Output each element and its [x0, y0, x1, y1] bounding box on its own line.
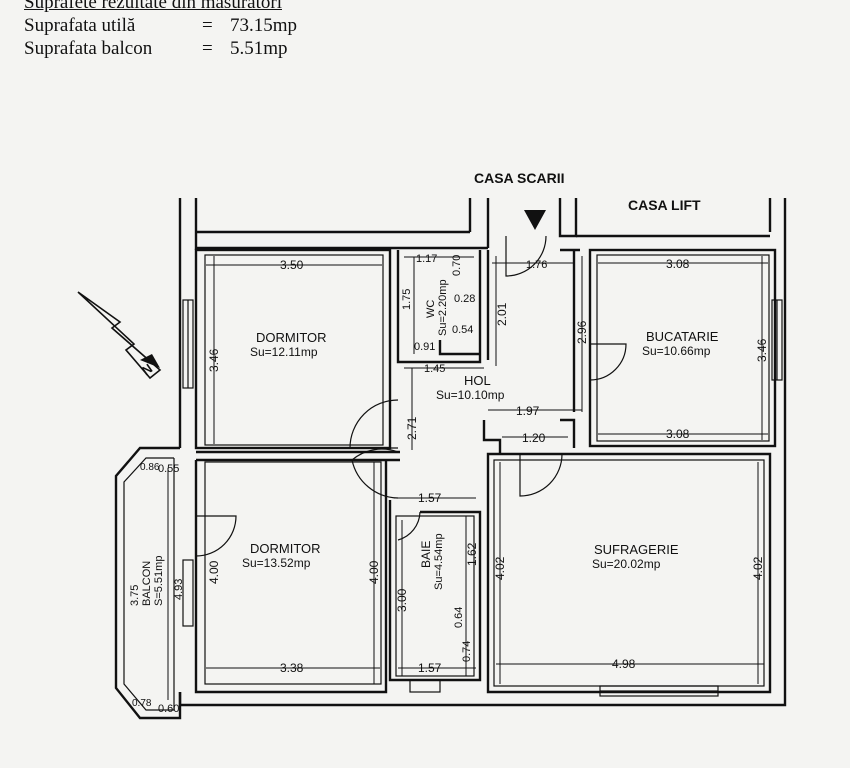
balcony-area-label: Suprafata balcon	[24, 38, 153, 59]
dimension-label: 4.00	[367, 560, 381, 584]
equals-sign: =	[202, 15, 213, 36]
dimension-label: 1.62	[465, 542, 479, 566]
room-name-bucatarie: BUCATARIE	[646, 329, 719, 344]
room-name-baie: BAIE	[419, 541, 433, 568]
dimension-label: 3.38	[280, 661, 304, 675]
room-area-sufragerie: Su=20.02mp	[592, 557, 661, 571]
usable-area-value: 73.15mp	[230, 15, 298, 36]
dimension-label: 1.17	[416, 253, 437, 265]
dimension-label: 0.60	[158, 703, 179, 715]
balcony-area-value: 5.51mp	[230, 38, 288, 59]
dimension-label: 0.64	[453, 607, 465, 628]
room-area-baie: Su=4.54mp	[433, 533, 445, 590]
room-area-dormitor-1: Su=12.11mp	[250, 345, 318, 359]
dimension-label: 1.57	[418, 661, 442, 675]
dimension-label: 0.91	[414, 341, 435, 353]
north-arrow-icon: N	[77, 291, 162, 380]
dimension-label: 4.00	[207, 560, 221, 584]
dimension-label: 3.08	[666, 257, 690, 271]
usable-area-row: Suprafata utilă = 73.15mp	[24, 14, 297, 37]
dimension-label: 4.93	[173, 579, 185, 600]
stairwell-label: CASA SCARII	[474, 170, 565, 186]
room-area-bucatarie: Su=10.66mp	[642, 344, 711, 358]
dimension-label: 3.75	[129, 585, 141, 606]
dimension-label: 3.46	[207, 348, 221, 372]
dimension-label: 3.08	[666, 427, 690, 441]
dimension-label: 1.75	[401, 289, 413, 310]
balcony	[114, 446, 182, 720]
header-title: Suprafete rezultate din masuratori	[24, 0, 282, 13]
dimension-label: 3.46	[755, 338, 769, 362]
room-name-sufragerie: SUFRAGERIE	[594, 542, 679, 557]
dimension-label: 0.55	[158, 463, 179, 475]
walls	[178, 198, 787, 707]
dimension-label: 2.96	[575, 320, 589, 344]
dimension-label: 0.86	[140, 462, 160, 473]
dimension-label: 3.50	[280, 258, 304, 272]
dimension-label: 0.78	[132, 698, 152, 709]
dimension-label: 4.02	[493, 556, 507, 580]
elevator-shaft-label: CASA LIFT	[628, 197, 701, 213]
room-area-dormitor-2: Su=13.52mp	[242, 556, 311, 570]
dimension-label: 0.70	[451, 255, 463, 276]
room-name-dormitor-1: DORMITOR	[256, 330, 327, 345]
room-area-wc: Su=2.20mp	[437, 279, 449, 336]
balcony-area-row: Suprafata balcon = 5.51mp	[24, 37, 297, 60]
doors	[195, 210, 627, 557]
usable-area-label: Suprafata utilă	[24, 15, 136, 36]
equals-sign: =	[202, 38, 213, 59]
room-name-wc: WC	[425, 300, 437, 318]
dimension-label: 0.54	[452, 324, 473, 336]
dimension-label: 1.97	[516, 404, 540, 418]
room-name-dormitor-2: DORMITOR	[250, 541, 321, 556]
room-name-balcon: BALCON	[141, 561, 153, 606]
dimension-label: 4.98	[612, 657, 636, 671]
dimension-label: 1.45	[424, 363, 445, 375]
room-area-balcon: S=5.51mp	[153, 556, 165, 606]
dimension-label: 1.20	[522, 431, 546, 445]
dimension-label: 1.76	[526, 259, 547, 271]
dimension-label: 3.00	[395, 588, 409, 612]
dimension-label: 1.57	[418, 491, 442, 505]
dimension-label: 2.01	[495, 302, 509, 326]
dimension-label: 0.74	[461, 641, 473, 662]
room-name-hol: HOL	[464, 373, 491, 388]
room-area-hol: Su=10.10mp	[436, 388, 505, 402]
dimension-lines	[167, 256, 768, 700]
dimension-label: 4.02	[751, 556, 765, 580]
dimension-label: 0.28	[454, 293, 475, 305]
entrance-arrow-icon	[524, 210, 546, 230]
measurements-header: Suprafete rezultate din masuratori Supra…	[24, 0, 297, 60]
dimension-label: 2.71	[405, 416, 419, 440]
